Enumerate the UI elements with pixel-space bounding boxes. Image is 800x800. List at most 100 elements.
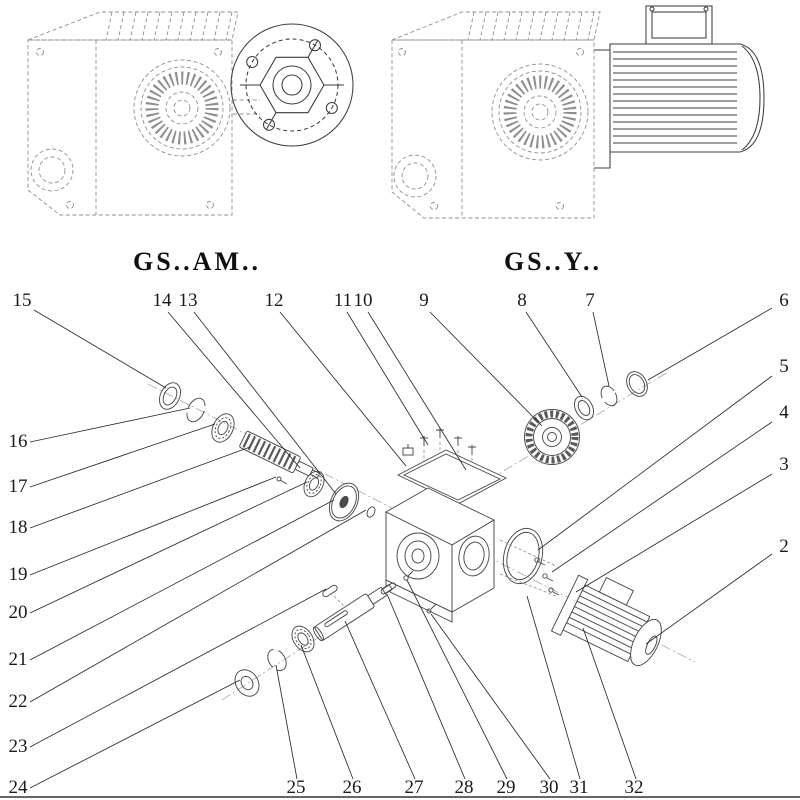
part-end-ring [626, 371, 648, 397]
callout-leader-line [406, 579, 508, 780]
part-snap-ring-output [267, 648, 287, 672]
motor-fins [613, 51, 737, 144]
callout-leader-line [386, 593, 466, 780]
callout-leader-line [645, 553, 773, 645]
variant-label-am: GS..AM.. [133, 247, 261, 276]
callout-leader-line [647, 307, 773, 381]
callout-leader-line [193, 311, 337, 495]
callout-leader-line [29, 588, 327, 748]
part-oil-seal [159, 382, 181, 410]
callout-number: 23 [9, 736, 28, 757]
part-bearing-front [211, 413, 235, 443]
callout-number: 16 [9, 431, 28, 452]
callout-number: 8 [517, 290, 527, 311]
callout-leader-line [582, 627, 637, 780]
callout-leader-line [367, 311, 467, 471]
callout-number: 22 [9, 691, 28, 712]
callout-number: 13 [179, 290, 198, 311]
part-flange-gasket [502, 527, 544, 585]
callout-leader-line [33, 309, 167, 389]
callout-leader-line [29, 423, 216, 488]
callout-leader-line [29, 679, 241, 789]
part-motor-adapter [550, 574, 662, 667]
input-flange [230, 23, 354, 147]
callout-number: 21 [9, 649, 28, 670]
cooling-fins [467, 11, 595, 41]
callout-number: 18 [9, 517, 28, 538]
part-housing [384, 487, 496, 623]
part-adapter-bolts [499, 539, 560, 597]
callout-number: 17 [9, 476, 28, 497]
part-o-ring-small [366, 506, 376, 518]
callout-leader-line [575, 473, 773, 593]
callout-number: 26 [343, 777, 362, 798]
callout-leader-line [526, 595, 581, 780]
callout-number: 2 [779, 536, 789, 557]
callout-leader-line [344, 620, 416, 780]
callout-number: 19 [9, 564, 28, 585]
part-worm-shaft [239, 430, 320, 479]
callout-leader-line [525, 311, 583, 398]
callout-number: 28 [455, 777, 474, 798]
callout-number: 10 [354, 290, 373, 311]
callout-number: 24 [9, 777, 29, 798]
callout-number: 27 [405, 777, 424, 798]
callout-leader-line [29, 476, 277, 576]
part-circlip [600, 385, 618, 407]
callout-leader-line [29, 499, 335, 661]
callout-leader-line [592, 311, 610, 387]
part-pin [276, 476, 288, 485]
part-set-screw-lower [426, 603, 437, 614]
part-output-shaft [312, 584, 393, 642]
part-cover-bolts [402, 428, 476, 476]
callout-leader-line [429, 311, 543, 427]
cooling-fins [105, 11, 233, 41]
callout-number: 29 [497, 777, 516, 798]
callout-number: 20 [9, 602, 28, 623]
gearbox-am-drawing [27, 11, 354, 216]
callout-leader-line [430, 613, 551, 780]
callout-number: 11 [334, 290, 352, 311]
part-worm-gear [524, 409, 580, 465]
callout-leader-line [537, 375, 773, 551]
gearbox-y-drawing [391, 5, 765, 219]
variant-label-y: GS..Y.. [504, 247, 602, 276]
callout-number: 30 [540, 777, 559, 798]
callout-leader-line [29, 509, 367, 703]
callout-leader-line [300, 644, 354, 780]
callout-leader-line [346, 311, 429, 446]
callout-number: 5 [779, 356, 789, 377]
stator-tick-ring [145, 71, 219, 145]
callout-number: 9 [419, 290, 429, 311]
callout-number: 25 [287, 777, 306, 798]
stator-tick-ring [503, 75, 577, 149]
part-bearing-output [291, 625, 315, 653]
callout-number: 31 [570, 777, 589, 798]
part-shaft-key [380, 582, 396, 595]
callout-number: 6 [779, 290, 789, 311]
part-set-screw-upper [403, 570, 414, 581]
callout-number: 12 [265, 290, 284, 311]
callout-leader-line [29, 481, 308, 614]
motor-end-cap [741, 45, 761, 151]
callout-leader-line [279, 311, 407, 467]
callout-leader-line [167, 311, 301, 469]
callout-number: 4 [779, 402, 789, 423]
part-shim-disc [328, 482, 360, 522]
callout-leader-line [275, 664, 298, 780]
part-washer [234, 669, 260, 697]
part-spacer-ring [573, 395, 595, 421]
exploded-view [147, 371, 696, 701]
callout-number: 14 [153, 290, 173, 311]
callout-leader-line [29, 446, 251, 529]
part-bearing-rear [303, 470, 325, 498]
callout-number: 7 [585, 290, 595, 311]
callout-leader-line [551, 421, 773, 573]
adapter-fins [566, 589, 648, 655]
callout-leader-line [29, 407, 191, 443]
callout-number: 32 [625, 777, 644, 798]
callout-number: 15 [13, 290, 32, 311]
